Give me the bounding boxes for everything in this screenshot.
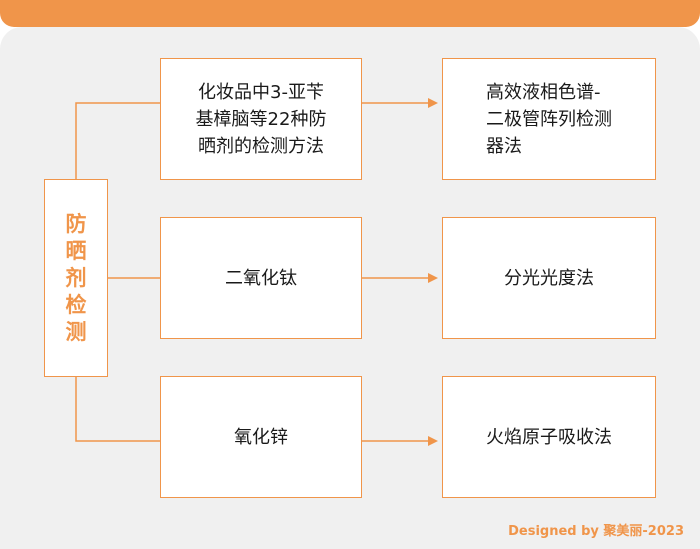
footer-credit: Designed by 聚美丽-2023 (508, 524, 684, 539)
method-node-1-label: 高效液相色谱- 二极管阵列检测 器法 (486, 81, 612, 157)
substance-node-3-label: 氧化锌 (234, 426, 288, 448)
connector-root-to-row-3 (75, 377, 160, 442)
method-node-2: 分光光度法 (442, 217, 656, 339)
substance-node-1: 化妆品中3-亚苄 基樟脑等22种防 晒剂的检测方法 (160, 58, 362, 180)
connector-root-to-row-1 (75, 102, 160, 179)
method-node-3: 火焰原子吸收法 (442, 376, 656, 498)
substance-node-2-label: 二氧化钛 (225, 267, 297, 289)
header-bar (0, 0, 700, 27)
substance-node-3: 氧化锌 (160, 376, 362, 498)
arrowhead-row-2 (428, 273, 438, 283)
method-node-2-label: 分光光度法 (504, 267, 594, 289)
method-node-3-label: 火焰原子吸收法 (486, 426, 612, 448)
root-node: 防晒剂检测 (44, 179, 108, 377)
arrowhead-row-1 (428, 98, 438, 108)
method-node-1: 高效液相色谱- 二极管阵列检测 器法 (442, 58, 656, 180)
substance-node-2: 二氧化钛 (160, 217, 362, 339)
root-node-label: 防晒剂检测 (65, 211, 87, 344)
arrowhead-row-3 (428, 436, 438, 446)
substance-node-1-label: 化妆品中3-亚苄 基樟脑等22种防 晒剂的检测方法 (195, 81, 327, 157)
